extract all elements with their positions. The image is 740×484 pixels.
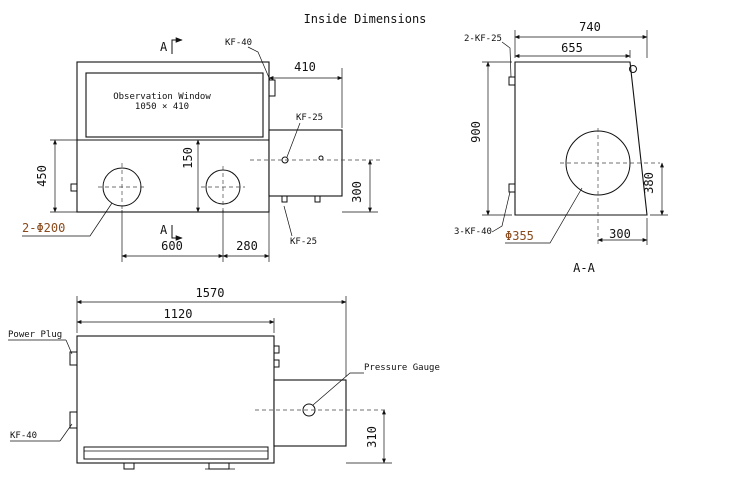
foot-right	[208, 462, 230, 470]
section-bottom-leader	[491, 191, 511, 233]
kf25-bottom-leader	[283, 205, 293, 237]
dim-900: 900	[469, 121, 483, 143]
leader-line	[65, 339, 73, 355]
window-label: Observation Window	[113, 92, 211, 102]
kf40-top-fitting	[69, 411, 78, 429]
section-bottom-label: 3-KF-40	[454, 227, 492, 237]
kf25-top-label: KF-25	[296, 113, 323, 123]
kf25-fitting-left	[508, 76, 516, 86]
dim-1120: 1120	[164, 307, 193, 321]
dim-410: 410	[294, 60, 316, 74]
window-size-label: 1050 × 410	[135, 102, 189, 112]
kf25-top-leader	[286, 122, 301, 158]
section-view: 740 655 900 380 300 2-KF-25 3-KF-40 Φ355…	[454, 20, 668, 275]
dim-310: 310	[365, 426, 379, 448]
top-kf40-label: KF-40	[10, 431, 37, 441]
section-outline	[514, 61, 648, 216]
power-plug-fitting	[69, 351, 78, 366]
kf40-fitting-left	[508, 183, 516, 193]
dim-450: 450	[35, 165, 49, 187]
section-port-label: Φ355	[505, 229, 534, 243]
kf40-fitting	[268, 79, 276, 97]
gauge-leader	[312, 372, 364, 406]
top-rail	[83, 446, 269, 460]
dim-300: 300	[350, 181, 364, 203]
power-plug-label: Power Plug	[8, 330, 62, 340]
section-fitting	[629, 65, 637, 73]
section-title: A-A	[573, 261, 595, 275]
dim-280: 280	[236, 239, 258, 253]
left-fitting	[70, 183, 78, 192]
dim-600: 600	[161, 239, 183, 253]
top-fitting-1	[273, 345, 280, 354]
antechamber-foot-right	[314, 195, 321, 203]
section-marker-bottom: A	[160, 223, 168, 237]
dim-section-300: 300	[609, 227, 631, 241]
kf40-leader	[247, 46, 271, 81]
dim-740: 740	[579, 20, 601, 34]
section-top-leader	[501, 41, 512, 78]
drawing-title: Inside Dimensions	[304, 12, 427, 26]
top-antechamber	[273, 379, 347, 447]
top-body	[76, 335, 275, 464]
antechamber-foot-left	[281, 195, 288, 203]
section-arrow-bottom	[171, 225, 183, 241]
glove-port-leader	[22, 202, 113, 237]
top-view: Power Plug KF-40 Pressure Gauge 1570 112…	[8, 286, 440, 470]
foot-left	[123, 462, 135, 470]
pressure-gauge-label: Pressure Gauge	[364, 363, 440, 373]
dim-655: 655	[561, 41, 583, 55]
section-marker-top: A	[160, 40, 168, 54]
top-fitting-2	[273, 359, 280, 368]
kf40-label: KF-40	[225, 38, 252, 48]
section-arrow-top	[171, 37, 183, 54]
section-port-leader	[505, 187, 583, 244]
section-top-label: 2-KF-25	[464, 34, 502, 44]
kf25-bottom-label: KF-25	[290, 237, 317, 247]
leader-line	[59, 423, 73, 442]
antechamber	[268, 129, 343, 197]
dim-380: 380	[642, 172, 656, 194]
dim-1570: 1570	[196, 286, 225, 300]
observation-window	[85, 72, 264, 138]
dim-150: 150	[181, 147, 195, 169]
glove-port-label: 2-Φ200	[22, 221, 65, 235]
front-view: Observation Window 1050 × 410 KF-40 KF-2…	[22, 37, 382, 262]
